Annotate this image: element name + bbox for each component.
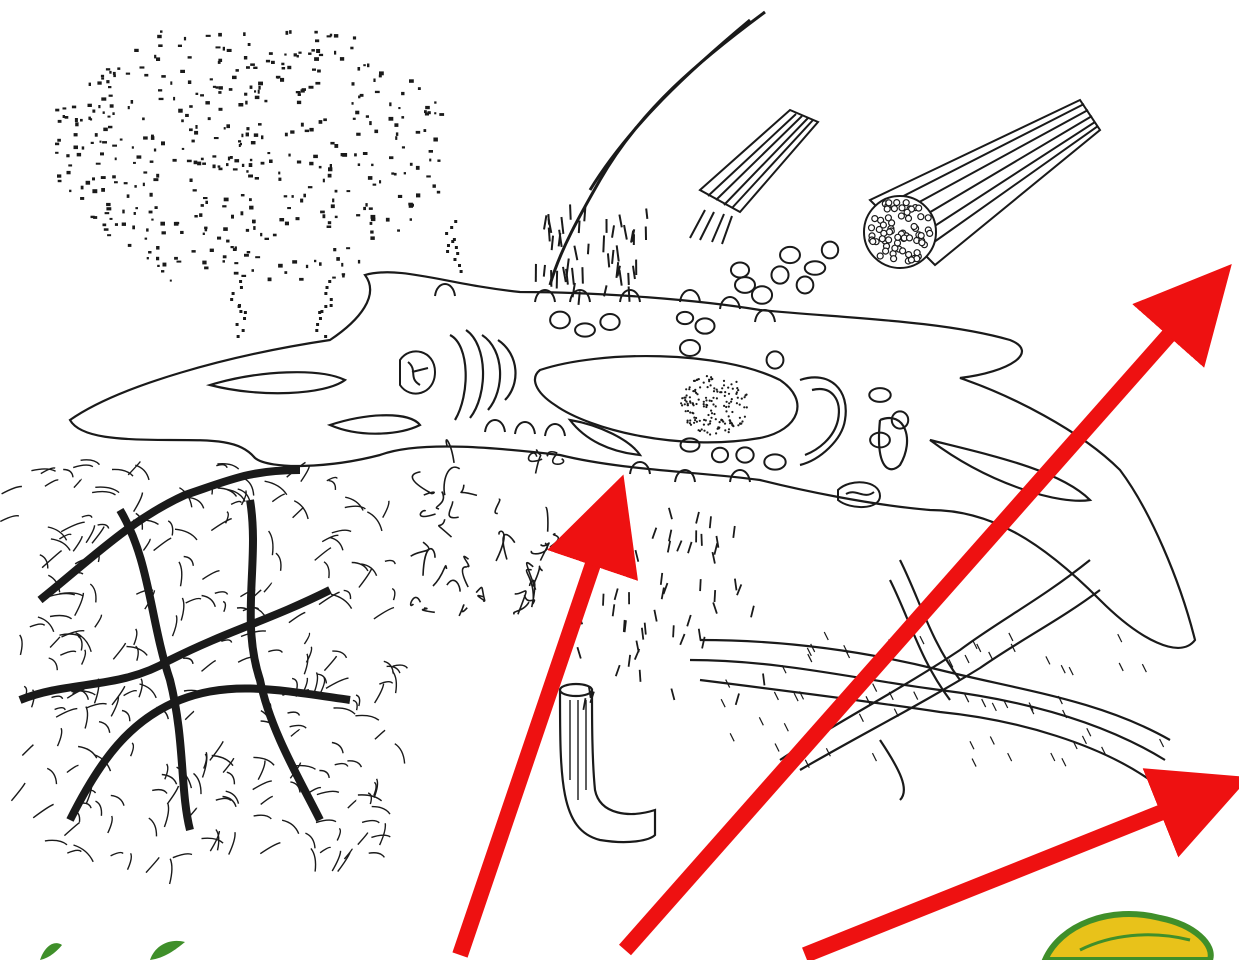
leaf-icon xyxy=(40,941,185,960)
red-arrow-2 xyxy=(625,300,1200,950)
mitochondria xyxy=(400,351,880,507)
microfibril-bundle-small xyxy=(690,110,818,244)
nucleus xyxy=(535,356,797,442)
tangled-fibrils xyxy=(411,440,564,616)
golgi-apparatus xyxy=(450,330,907,469)
secretory-vesicles xyxy=(435,242,908,482)
ground-substance-dots xyxy=(55,30,463,338)
cell-body xyxy=(70,272,1195,648)
elastic-fibre-network xyxy=(0,460,407,884)
flower-icon xyxy=(1045,914,1211,960)
microfibril-bundle-large xyxy=(864,100,1100,268)
curved-fibre xyxy=(560,684,655,842)
collagen-strand-top xyxy=(536,12,765,305)
nucleolus xyxy=(680,375,748,436)
